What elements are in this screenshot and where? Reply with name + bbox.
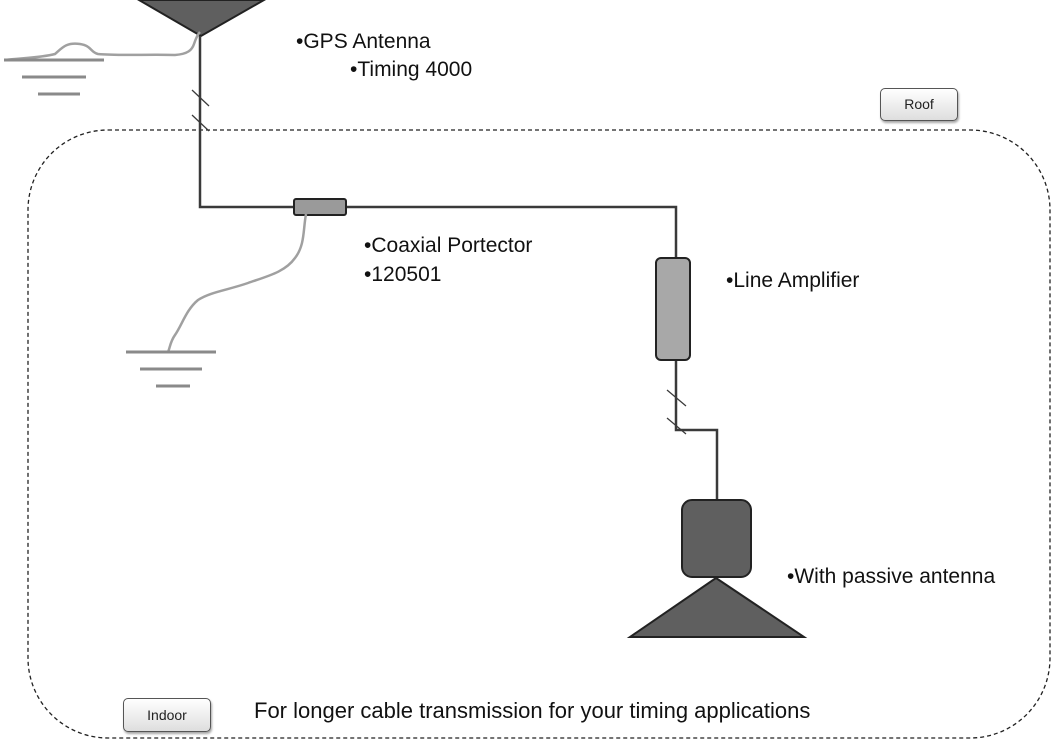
roof-ground-icon [4,31,201,96]
coax-cable-lower [674,360,719,500]
gps-antenna-label: •GPS Antenna [296,30,431,53]
indoor-boundary [27,129,1051,739]
roof-tag: Roof [880,88,958,121]
coax-cable [198,36,678,258]
coaxial-protector-label: •Coaxial Portector [364,234,532,257]
passive-antenna-icon [626,499,808,638]
caption: For longer cable transmission for your t… [254,698,810,723]
line-amplifier-icon [655,257,691,361]
protector-ground-icon [126,213,308,388]
indoor-tag: Indoor [123,698,211,732]
gps-antenna-icon [137,0,267,38]
timing-model-label: •Timing 4000 [350,58,472,81]
cable-break-marks [191,89,687,435]
passive-antenna-label: •With passive antenna [787,565,995,588]
protector-model-label: •120501 [364,263,441,286]
coaxial-protector-icon [293,198,347,216]
line-amplifier-label: •Line Amplifier [726,269,859,292]
